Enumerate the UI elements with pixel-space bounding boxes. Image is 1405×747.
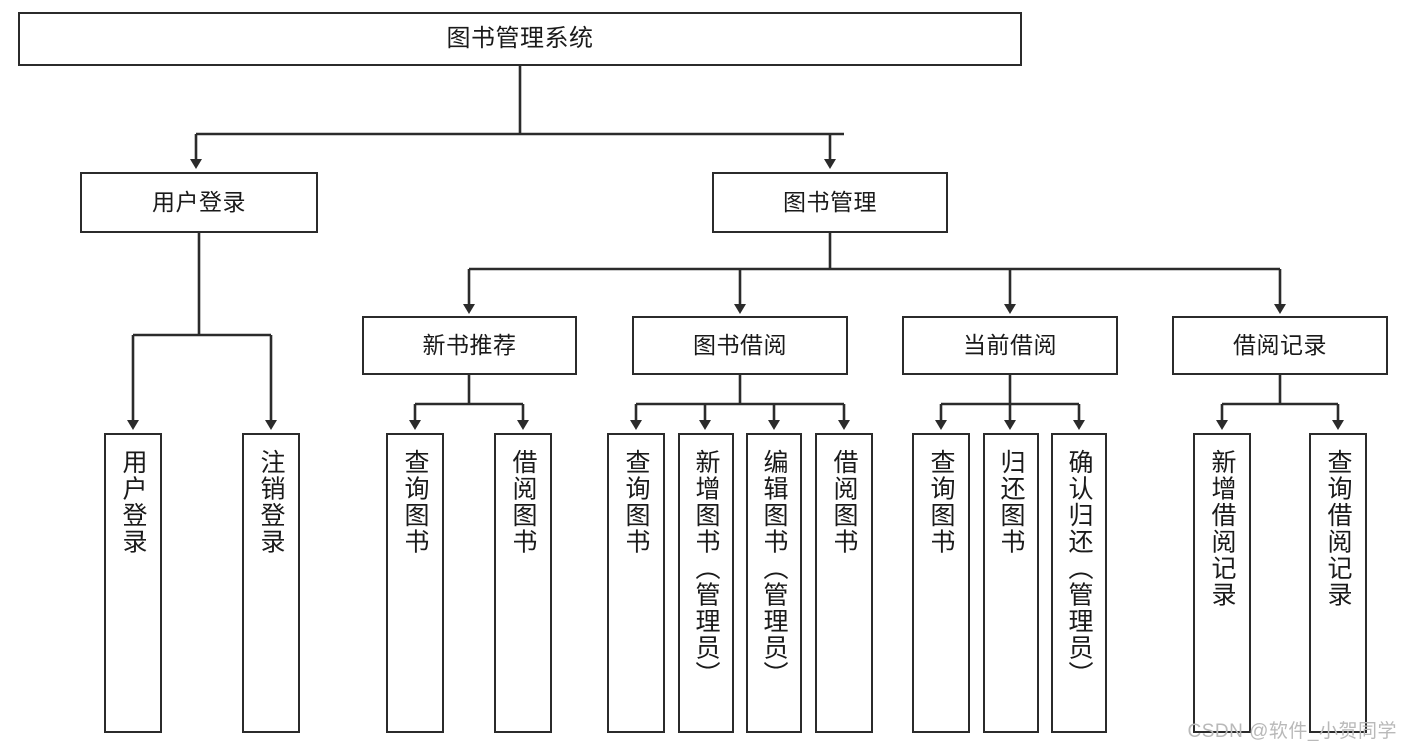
node-label: 图书管理系统 xyxy=(446,25,594,53)
node-label: 查询借阅记录 xyxy=(1324,449,1352,608)
node-label: 查询图书 xyxy=(927,449,955,555)
leaf-current-query-book[interactable]: 查询图书 xyxy=(912,433,970,733)
node-label: 用户登录 xyxy=(152,189,246,216)
node-label: 用户登录 xyxy=(119,449,147,555)
leaf-current-return-book[interactable]: 归还图书 xyxy=(983,433,1039,733)
node-label: 借阅记录 xyxy=(1233,332,1327,359)
node-label: 新书推荐 xyxy=(422,332,517,359)
csdn-watermark: CSDN @软件_小贺同学 xyxy=(1187,721,1397,742)
leaf-borrow-borrow-book[interactable]: 借阅图书 xyxy=(815,433,873,733)
leaf-record-add-record[interactable]: 新增借阅记录 xyxy=(1193,433,1251,733)
leaf-borrow-edit-book-admin[interactable]: 编辑图书（管理员） xyxy=(746,433,802,733)
leaf-user-login-login[interactable]: 用户登录 xyxy=(104,433,162,733)
node-label: 当前借阅 xyxy=(963,332,1057,359)
leaf-borrow-query-book[interactable]: 查询图书 xyxy=(607,433,665,733)
leaf-recommend-borrow-book[interactable]: 借阅图书 xyxy=(494,433,552,733)
node-user-login[interactable]: 用户登录 xyxy=(80,172,318,233)
node-label: 借阅图书 xyxy=(509,449,537,555)
leaf-current-confirm-return-admin[interactable]: 确认归还（管理员） xyxy=(1051,433,1107,733)
node-label: 查询图书 xyxy=(401,449,429,555)
leaf-borrow-add-book-admin[interactable]: 新增图书（管理员） xyxy=(678,433,734,733)
node-label: 新增借阅记录 xyxy=(1208,449,1236,608)
node-label: 查询图书 xyxy=(622,449,650,555)
node-label: 确认归还（管理员） xyxy=(1065,449,1093,688)
node-label: 图书管理 xyxy=(783,189,877,216)
node-current-borrow[interactable]: 当前借阅 xyxy=(902,316,1118,375)
node-label: 图书借阅 xyxy=(693,332,787,359)
leaf-record-query-record[interactable]: 查询借阅记录 xyxy=(1309,433,1367,733)
node-new-book-recommend[interactable]: 新书推荐 xyxy=(362,316,577,375)
node-label: 借阅图书 xyxy=(830,449,858,555)
leaf-recommend-query-book[interactable]: 查询图书 xyxy=(386,433,444,733)
node-label: 新增图书（管理员） xyxy=(692,449,720,688)
node-book-management[interactable]: 图书管理 xyxy=(712,172,948,233)
node-borrow-record[interactable]: 借阅记录 xyxy=(1172,316,1388,375)
node-label: 注销登录 xyxy=(257,449,285,555)
node-label: 归还图书 xyxy=(997,449,1025,555)
node-label: 编辑图书（管理员） xyxy=(760,449,788,688)
leaf-user-login-logout[interactable]: 注销登录 xyxy=(242,433,300,733)
node-root-book-management-system[interactable]: 图书管理系统 xyxy=(18,12,1022,66)
node-book-borrow[interactable]: 图书借阅 xyxy=(632,316,848,375)
